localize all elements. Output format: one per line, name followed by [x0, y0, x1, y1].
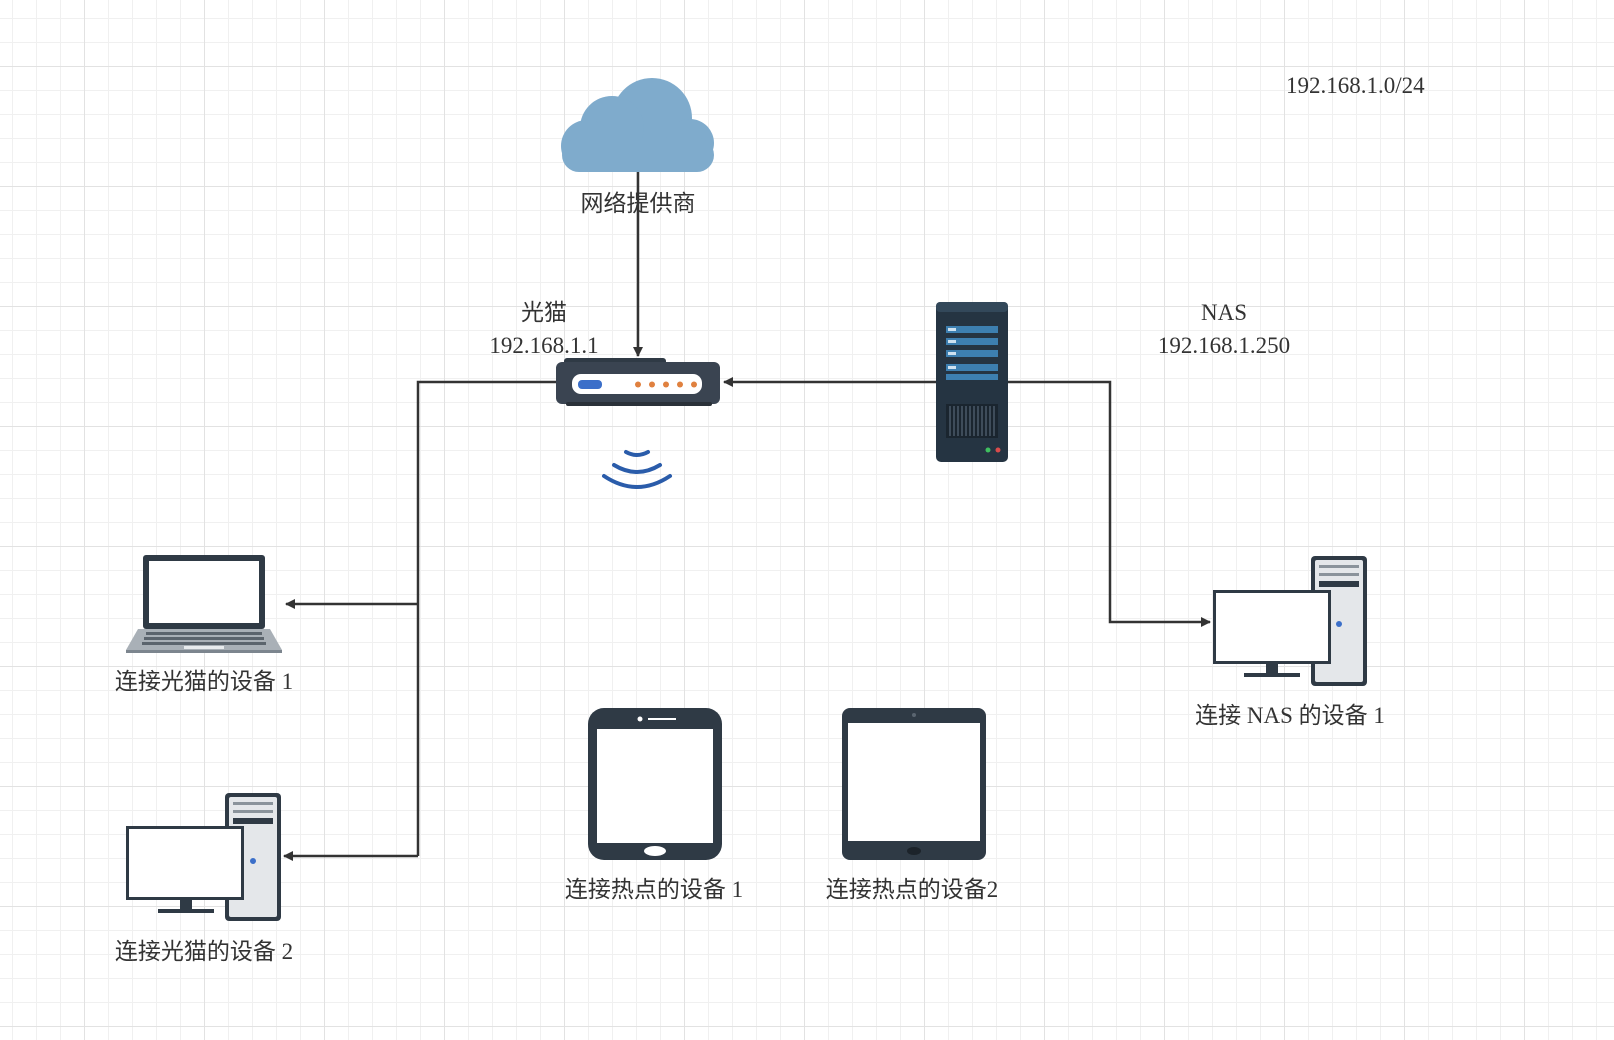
connector-nas-to-device1 — [1006, 380, 1211, 627]
desktop-computer-icon — [126, 793, 281, 921]
desktop2-label: 连接光猫的设备 2 — [114, 939, 294, 964]
cloud-icon — [561, 78, 714, 172]
nas-name-label: NAS — [1200, 300, 1247, 325]
laptop1-label: 连接光猫的设备 1 — [114, 669, 294, 694]
tablet1-label: 连接热点的设备 1 — [564, 877, 744, 902]
laptop-icon — [126, 555, 282, 653]
modem-name-label: 光猫 — [521, 300, 567, 325]
tablet2-label: 连接热点的设备2 — [825, 877, 999, 902]
router-icon — [556, 358, 720, 406]
isp-label: 网络提供商 — [580, 191, 696, 216]
wifi-signal-icon — [602, 450, 672, 489]
tablet-icon — [842, 708, 986, 860]
modem-ip-label: 192.168.1.1 — [489, 333, 599, 358]
nas-device1-label: 连接 NAS 的设备 1 — [1195, 703, 1385, 728]
server-tower-icon — [936, 302, 1008, 462]
nas-ip-label: 192.168.1.250 — [1157, 333, 1291, 358]
connectors — [283, 172, 1211, 861]
tablet-icon — [588, 708, 722, 860]
desktop-computer-icon — [1213, 556, 1367, 686]
connector-modem-trunk — [416, 380, 556, 856]
subnet-label: 192.168.1.0/24 — [1286, 73, 1425, 98]
